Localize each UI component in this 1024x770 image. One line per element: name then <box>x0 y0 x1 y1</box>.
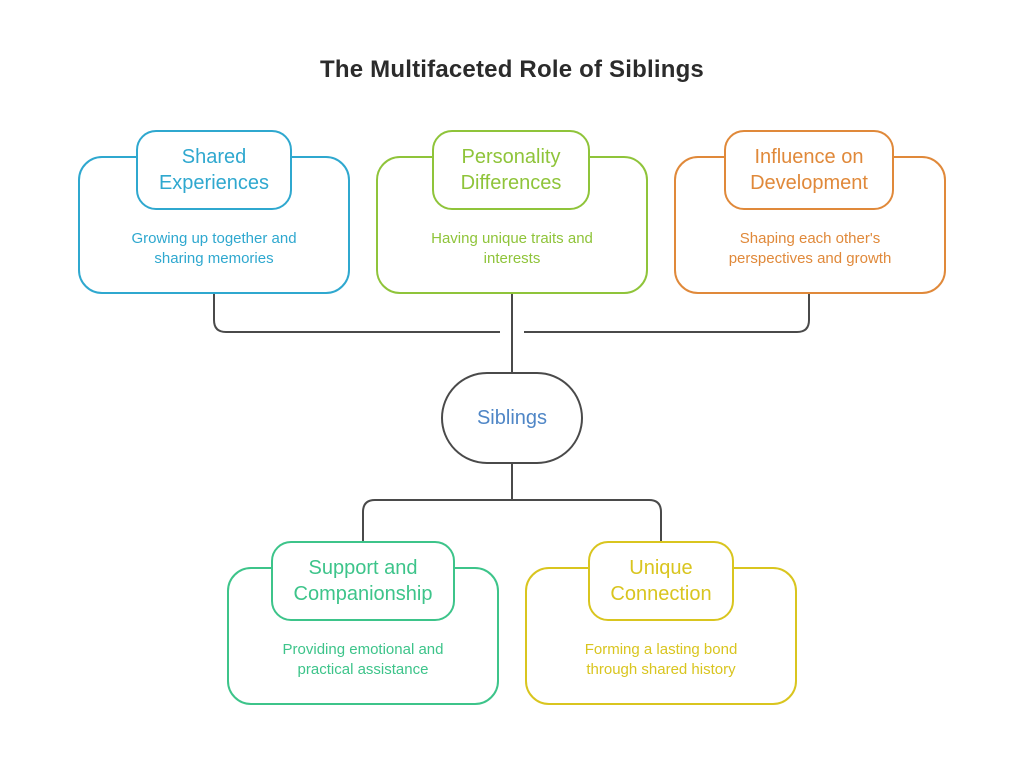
connector-top-right <box>524 294 810 333</box>
card-label-personality-differences: Personality Differences <box>432 130 590 210</box>
connector-top-left <box>213 294 500 333</box>
card-description-influence-on-development: Shaping each other's perspectives and gr… <box>728 230 892 267</box>
card-label-unique-connection: Unique Connection <box>588 541 734 621</box>
card-label-influence-on-development: Influence on Development <box>724 130 894 210</box>
center-node-siblings: Siblings <box>441 372 583 464</box>
card-description-unique-connection: Forming a lasting bond through shared hi… <box>584 641 738 678</box>
diagram-title: The Multifaceted Role of Siblings <box>320 56 704 83</box>
card-description-shared-experiences: Growing up together and sharing memories <box>131 230 297 267</box>
card-description-personality-differences: Having unique traits and interests <box>431 230 593 267</box>
connector-bottom-right <box>512 499 662 541</box>
card-description-support-and-companionship: Providing emotional and practical assist… <box>282 641 444 678</box>
card-shared-experiences <box>78 156 350 294</box>
connector-bottom-left <box>362 499 512 541</box>
card-label-support-and-companionship: Support and Companionship <box>271 541 455 621</box>
card-label-shared-experiences: Shared Experiences <box>136 130 292 210</box>
